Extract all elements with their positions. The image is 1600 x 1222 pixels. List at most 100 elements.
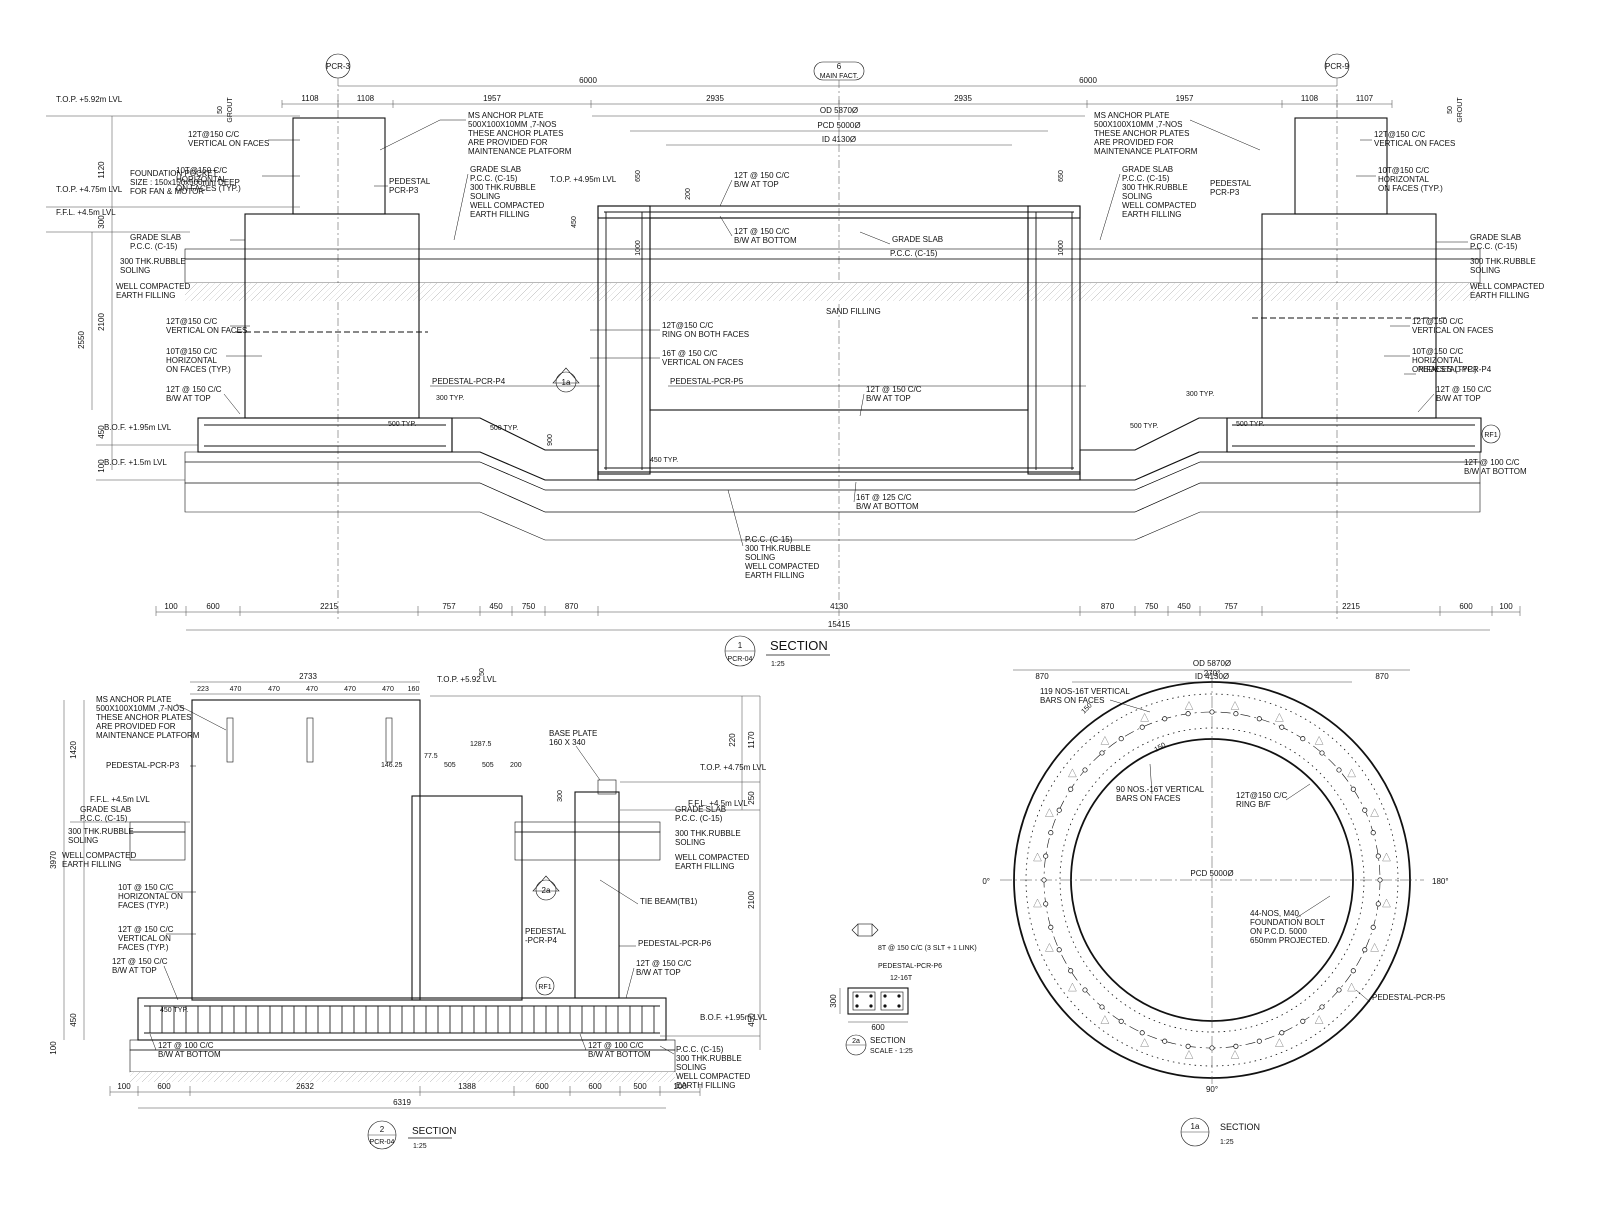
s2-top-dim-6: 160	[408, 686, 420, 693]
bottom-dim-12: 2215	[1342, 602, 1360, 611]
bottom-dim-8: 870	[1101, 602, 1115, 611]
s2-top-dim-1: 470	[230, 686, 242, 693]
bottom-dim-7: 4130	[830, 602, 848, 611]
section-1-title: SECTION	[770, 638, 828, 653]
foundation-bolt	[1043, 901, 1049, 907]
s2-dim-450-r: 450	[747, 1013, 756, 1027]
grid-right-label: PCR-9	[1325, 62, 1350, 71]
od-dim: OD 5870Ø	[820, 106, 858, 115]
pcd-label: PCD 5000Ø	[1190, 869, 1233, 878]
section-2-title: SECTION	[412, 1126, 456, 1137]
bottom-dim-9: 750	[1145, 602, 1159, 611]
section-1-number: 1	[738, 641, 743, 650]
note-c-sand-filling: SAND FILLING	[826, 307, 881, 316]
section-1-scale: 1:25	[771, 661, 785, 668]
grid-bubble-left: PCR-3	[325, 53, 351, 79]
s2a-note-bars: 12-16T	[890, 975, 913, 982]
note-c-pcc: P.C.C. (C-15)	[890, 249, 938, 258]
top-dim-3: 2935	[706, 94, 724, 103]
foundation-bolt	[1319, 1004, 1325, 1010]
dim-650-r: 650	[1058, 170, 1065, 182]
rf1-label-s1: RF1	[1484, 432, 1497, 439]
foundation-bolt	[1139, 724, 1145, 730]
foundation-bolt	[1162, 1038, 1168, 1044]
s2a-note-stirrup-1: 8T @ 150 C/C (3 SLT + 1 LINK)	[878, 945, 977, 952]
id-dim: ID 4130Ø	[822, 135, 856, 144]
s2-dim-3970: 3970	[49, 851, 58, 869]
typ-label-4: 300 TYP.	[1186, 391, 1214, 398]
span-left-dim: 6000	[579, 76, 597, 85]
foundation-bolt	[1118, 1018, 1124, 1024]
foundation-bolt	[1056, 807, 1062, 813]
callout-1a-label: 1a	[562, 378, 571, 387]
dim-450-mid: 450	[571, 216, 578, 228]
typ-label-2: 500 TYP.	[490, 425, 518, 432]
dim-2100: 2100	[97, 313, 106, 331]
s2-top-dim-0: 223	[197, 686, 209, 693]
dim-2550: 2550	[77, 331, 86, 349]
level-bof2: B.O.F. +1.5m LVL	[104, 458, 167, 467]
callout-2a-label: 2a	[542, 886, 551, 895]
grout-dim-left: 50	[217, 106, 224, 114]
s2-top-total: 2733	[299, 672, 317, 681]
s2-top-dim-5: 470	[382, 686, 394, 693]
foundation-bolt	[1056, 947, 1062, 953]
level-top1: T.O.P. +5.92m LVL	[56, 95, 123, 104]
foundation-bolt	[1375, 853, 1381, 859]
grout-dim-right: 50	[1447, 106, 1454, 114]
section-2-ref: PCR-04	[370, 1139, 395, 1146]
top-dim-1: 1108	[357, 94, 375, 103]
s2-bottom-dim-6: 500	[633, 1082, 647, 1091]
angle-90: 90°	[1206, 1085, 1218, 1094]
foundation-bolt	[1068, 786, 1074, 792]
s2-dim-300: 300	[557, 790, 564, 802]
s2-mid-dim-3: 505	[444, 762, 456, 769]
s2a-dim-600: 600	[871, 1023, 885, 1032]
foundation-bolt	[1048, 830, 1054, 836]
foundation-bolt	[1279, 1030, 1285, 1036]
foundation-bolt	[1300, 736, 1306, 742]
s1a-od-dim: OD 5870Ø	[1193, 659, 1231, 668]
dim-900: 900	[547, 434, 554, 446]
top-dim-2: 1957	[483, 94, 501, 103]
s2-dim-250: 250	[747, 791, 756, 805]
foundation-bolt	[1233, 711, 1239, 717]
dim-1000-r: 1000	[1058, 240, 1065, 256]
angle-270: 270°	[1204, 669, 1221, 678]
angle-0: 0°	[982, 877, 990, 886]
section-2a-title: SECTION	[870, 1036, 906, 1045]
dim-450: 450	[97, 425, 106, 439]
s1a-note-pedestal-p5: PEDESTAL-PCR-P5	[1372, 993, 1446, 1002]
section-1-ref: PCR-04	[728, 656, 753, 663]
section-1a-number: 1a	[1191, 1122, 1200, 1131]
s2-dim-1170: 1170	[747, 731, 756, 749]
level-bof1: B.O.F. +1.95m LVL	[104, 423, 172, 432]
foundation-bolt	[1279, 724, 1285, 730]
s2-note-pedestal-p4: PEDESTAL-PCR-P4	[525, 927, 567, 945]
level-ffl: F.F.L. +4.5m LVL	[56, 208, 116, 217]
note-r-pedestal-p4: PEDESTAL-PCR-P4	[1418, 365, 1492, 374]
